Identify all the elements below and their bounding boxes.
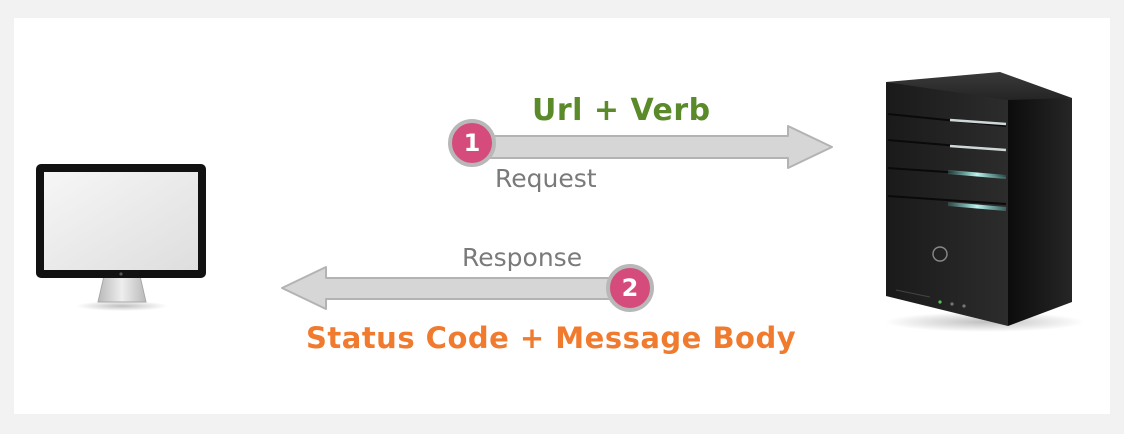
response-arrow — [281, 266, 631, 310]
monitor-icon — [36, 164, 206, 311]
step-2-badge: 2 — [606, 264, 654, 312]
server-tower-icon — [885, 72, 1085, 332]
request-label: Request — [495, 164, 597, 193]
request-arrow — [473, 125, 833, 169]
step-1-badge: 1 — [448, 119, 496, 167]
response-title: Status Code + Message Body — [306, 321, 797, 355]
request-title: Url + Verb — [532, 93, 711, 128]
response-label: Response — [462, 243, 583, 272]
